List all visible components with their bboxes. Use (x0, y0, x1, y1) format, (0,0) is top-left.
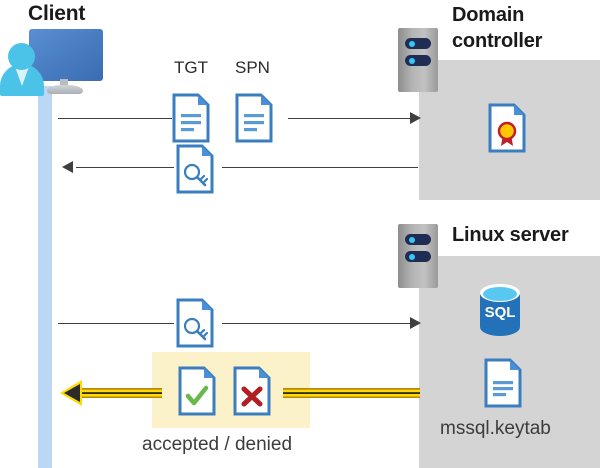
client-title: Client (28, 2, 86, 25)
rack-slot-icon (405, 251, 431, 262)
request-tgt-line-left (58, 118, 172, 119)
monitor-base-icon (47, 85, 83, 94)
accepted-denied-caption: accepted / denied (142, 434, 293, 455)
sql-label: SQL (485, 304, 516, 321)
request-tgt-arrowhead (410, 112, 421, 124)
certificate-document-icon (488, 103, 526, 153)
linux-server-title: Linux server (452, 224, 569, 246)
server-rack-icon (398, 224, 438, 288)
key-document-icon (176, 144, 214, 194)
dc-title-line2: controller (452, 30, 543, 52)
auth-result-line-left (78, 388, 162, 398)
response-ticket-arrowhead (62, 161, 73, 173)
accepted-document-icon (178, 366, 216, 416)
present-ticket-arrowhead (410, 317, 421, 329)
keytab-document-icon (484, 358, 522, 408)
person-head-icon (8, 43, 35, 70)
rack-led-icon (409, 40, 415, 47)
response-ticket-line-right (222, 167, 418, 168)
auth-result-arrowhead-inner (64, 384, 80, 402)
present-ticket-line-right (222, 323, 412, 324)
key-document-icon (176, 298, 214, 348)
rack-led-icon (409, 253, 415, 260)
auth-result-line-right (283, 388, 420, 398)
spn-label: SPN (235, 58, 270, 77)
present-ticket-line-left (58, 323, 174, 324)
monitor-neck-icon (60, 79, 68, 89)
domain-controller-title: Domain controller (452, 2, 600, 54)
dc-title-line1: Domain (452, 4, 525, 26)
spn-document-icon (235, 93, 273, 143)
request-tgt-line-right (288, 118, 412, 119)
response-ticket-line-left (76, 167, 174, 168)
monitor-icon (29, 29, 103, 81)
tgt-document-icon (172, 93, 210, 143)
tgt-label: TGT (174, 58, 208, 77)
sql-database-icon: SQL (478, 283, 522, 337)
client-lifeline (38, 86, 52, 468)
rack-slot-icon (405, 234, 431, 245)
rack-slot-icon (405, 55, 431, 66)
server-rack-icon (398, 28, 438, 92)
rack-led-icon (409, 57, 415, 64)
keytab-filename-label: mssql.keytab (440, 418, 551, 439)
rack-led-icon (409, 236, 415, 243)
denied-document-icon (233, 366, 271, 416)
rack-slot-icon (405, 38, 431, 49)
